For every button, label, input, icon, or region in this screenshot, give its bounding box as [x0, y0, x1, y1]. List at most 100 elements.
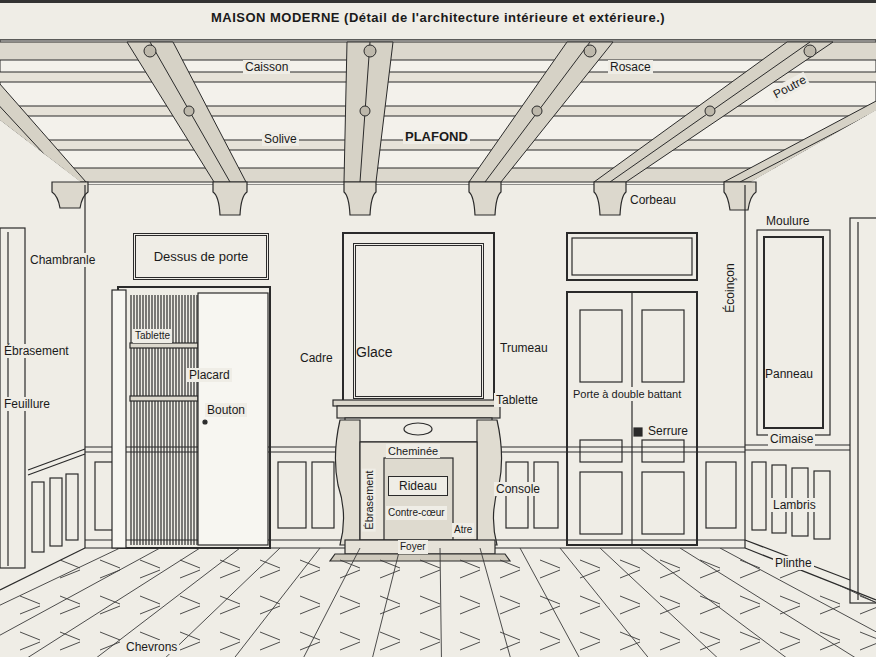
double-door: [567, 233, 697, 545]
chevron-stroke: [380, 632, 400, 640]
part-name: Poutre: [769, 72, 810, 103]
chevron-stroke: [780, 642, 800, 650]
chevron-stroke: [100, 596, 120, 604]
chevron-stroke: [380, 596, 400, 604]
floor-ray: [347, 548, 400, 657]
chevron-stroke: [300, 560, 320, 568]
frame-label: Panneau: [765, 367, 813, 382]
hatch-line: [178, 295, 179, 545]
chevron-stroke: [580, 632, 600, 640]
floor-ray: [760, 548, 876, 657]
chevron-stroke: [180, 642, 200, 650]
chevron-stroke: [620, 560, 640, 568]
closet: [112, 287, 270, 548]
chevron-stroke: [500, 632, 520, 640]
chevron-stroke: [860, 560, 876, 568]
part-name: Caisson: [243, 60, 290, 74]
chevron-stroke: [420, 570, 440, 578]
part-name: Écoinçon: [723, 261, 737, 314]
chevron-stroke: [820, 642, 840, 650]
chevron-stroke: [420, 606, 440, 614]
chevron-stroke: [180, 560, 200, 568]
chevron-stroke: [260, 642, 280, 650]
chevron-stroke: [140, 606, 160, 614]
floor-ray: [840, 548, 876, 657]
chevron-stroke: [420, 596, 440, 604]
part-name: Cadre: [298, 351, 335, 365]
chevron-stroke: [860, 570, 876, 578]
chevron-stroke: [340, 596, 360, 604]
chevron-stroke: [60, 560, 80, 568]
corbels: [52, 182, 756, 215]
chevron-stroke: [60, 596, 80, 604]
chevron-stroke: [860, 642, 876, 650]
labelled-frame: Panneau: [763, 236, 824, 429]
chevron-stroke: [820, 596, 840, 604]
chevron-stroke: [260, 570, 280, 578]
chevron-stroke: [20, 596, 40, 604]
chevron-stroke: [140, 570, 160, 578]
part-name: Cheminée: [386, 444, 440, 458]
hatch-line: [175, 295, 176, 545]
chevron-stroke: [220, 570, 240, 578]
hatch-line: [187, 295, 188, 545]
chevron-stroke: [220, 560, 240, 568]
floor-ray: [0, 548, 200, 657]
chevron-stroke: [340, 606, 360, 614]
chevron-stroke: [500, 570, 520, 578]
part-name: Foyer: [398, 540, 428, 554]
part-name: Porte à double battant: [571, 387, 683, 401]
parquet-floor: [0, 548, 876, 657]
chevron-stroke: [220, 606, 240, 614]
chevron-stroke: [300, 632, 320, 640]
chevron-stroke: [820, 632, 840, 640]
part-name: Moulure: [764, 214, 811, 228]
floor-ray: [480, 548, 539, 657]
chevron-stroke: [180, 570, 200, 578]
floor-ray: [0, 548, 80, 657]
chevron-stroke: [60, 632, 80, 640]
chevron-stroke: [620, 596, 640, 604]
chevron-stroke: [620, 606, 640, 614]
part-name: Feuillure: [2, 397, 52, 411]
chevron-stroke: [820, 570, 840, 578]
chevron-stroke: [20, 642, 40, 650]
chevron-stroke: [220, 596, 240, 604]
chevron-stroke: [20, 606, 40, 614]
chevron-stroke: [260, 632, 280, 640]
chevron-stroke: [460, 570, 480, 578]
chevron-stroke: [100, 570, 120, 578]
chevron-stroke: [220, 642, 240, 650]
chevron-stroke: [540, 596, 560, 604]
fireplace: [330, 400, 510, 561]
chevron-stroke: [820, 560, 840, 568]
chevron-stroke: [380, 642, 400, 650]
chevron-stroke: [740, 560, 760, 568]
chevron-stroke: [580, 570, 600, 578]
chevron-stroke: [60, 642, 80, 650]
chevron-stroke: [20, 560, 40, 568]
part-name: Trumeau: [498, 341, 550, 355]
part-name: Lambris: [771, 498, 818, 512]
chevron-stroke: [660, 632, 680, 640]
chevron-stroke: [660, 596, 680, 604]
chevron-stroke: [180, 632, 200, 640]
mirror-frame: [343, 233, 494, 409]
chevron-stroke: [20, 632, 40, 640]
part-name: Serrure: [646, 424, 690, 438]
floor-ray: [720, 548, 876, 657]
chevron-stroke: [780, 570, 800, 578]
chevron-stroke: [100, 560, 120, 568]
frame-label: Dessus de porte: [154, 249, 249, 264]
hatch-line: [172, 295, 173, 545]
chevron-stroke: [620, 632, 640, 640]
hatch-line: [193, 295, 194, 545]
part-name: Placard: [187, 368, 232, 382]
chevron-stroke: [740, 606, 760, 614]
chevron-stroke: [620, 642, 640, 650]
part-name: Tablette: [494, 393, 540, 407]
chevron-stroke: [340, 632, 360, 640]
chevron-stroke: [20, 570, 40, 578]
chevron-stroke: [660, 560, 680, 568]
chevron-stroke: [500, 642, 520, 650]
